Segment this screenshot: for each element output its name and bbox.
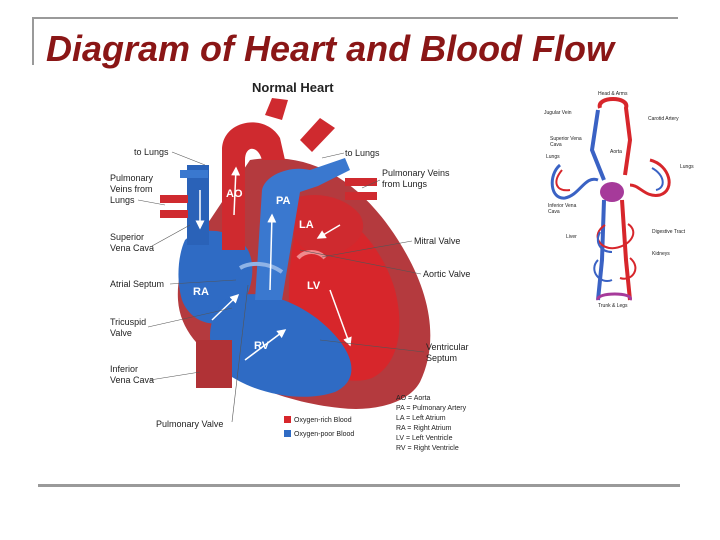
heart-illustration (160, 98, 431, 409)
label-ventricular-septum-line1: Ventricular (426, 342, 469, 352)
label-aortic-valve: Aortic Valve (423, 269, 470, 279)
label-ventricular-septum-line2: Septum (426, 353, 457, 363)
label-superior-vena-cava-line2: Vena Cava (110, 243, 154, 253)
circ-label-kidneys: Kidneys (652, 251, 670, 257)
slide-frame-bottom-line (38, 484, 680, 487)
circ-label-jugular-vein: Jugular Vein (544, 110, 572, 116)
circ-label-liver: Liver (566, 234, 577, 240)
circ-label-inferior-vena-line2: Cava (548, 209, 560, 215)
slide-frame-top-line (32, 17, 678, 19)
legend-swatch-oxygen-rich (284, 416, 291, 423)
legend-abbrev-ra: RA = Right Atrium (396, 425, 452, 432)
legend-abbrev-rv: RV = Right Ventricle (396, 445, 459, 452)
chamber-label-lv: LV (307, 280, 321, 292)
legend-oxygen-poor: Oxygen-poor Blood (294, 431, 354, 438)
circ-label-carotid-artery: Carotid Artery (648, 116, 679, 122)
legend-abbrev-lv: LV = Left Ventricle (396, 435, 453, 442)
circ-label-superior-vena-line1: Superior Vena (550, 136, 582, 142)
legend-swatch-oxygen-poor (284, 430, 291, 437)
label-to-lungs-left: to Lungs (134, 147, 169, 157)
legend-abbrev-ao: AO = Aorta (396, 395, 431, 402)
legend-abbrev-pa: PA = Pulmonary Artery (396, 405, 467, 412)
heart-heading: Normal Heart (252, 80, 334, 95)
chamber-label-la: LA (299, 219, 314, 231)
heart-legend: AO = Aorta PA = Pulmonary Artery Oxygen-… (284, 395, 467, 452)
label-pulmonary-veins-line3: Lungs (110, 195, 135, 205)
chamber-label-pa: PA (276, 195, 291, 207)
label-pulmonary-valve: Pulmonary Valve (156, 419, 223, 429)
label-mitral-valve: Mitral Valve (414, 236, 460, 246)
label-inferior-vena-cava-line2: Vena Cava (110, 375, 154, 385)
circ-label-head-arms: Head & Arms (598, 91, 628, 97)
label-pulmonary-veins-right-line2: from Lungs (382, 179, 428, 189)
label-atrial-septum: Atrial Septum (110, 279, 164, 289)
label-tricuspid-valve-line2: Valve (110, 328, 132, 338)
circ-label-lungs-left: Lungs (546, 154, 560, 160)
circ-label-inferior-vena-line1: Inferior Vena (548, 203, 577, 209)
circ-label-trunk-legs: Trunk & Legs (598, 303, 628, 309)
circ-label-digestive-tract: Digestive Tract (652, 229, 686, 235)
circ-label-aorta: Aorta (610, 149, 622, 155)
legend-oxygen-rich: Oxygen-rich Blood (294, 417, 352, 424)
chamber-label-ao: AO (226, 188, 243, 200)
circulation-diagram (550, 97, 671, 301)
circ-label-superior-vena-line2: Cava (550, 142, 562, 148)
chamber-label-rv: RV (254, 340, 270, 352)
legend-abbrev-la: LA = Left Atrium (396, 415, 446, 422)
label-to-lungs-right: to Lungs (345, 148, 380, 158)
label-tricuspid-valve-line1: Tricuspid (110, 317, 146, 327)
label-pulmonary-veins-right-line1: Pulmonary Veins (382, 168, 450, 178)
left-annotations: to Lungs Pulmonary Veins from Lungs Supe… (110, 147, 249, 429)
circ-label-lungs-right: Lungs (680, 164, 694, 170)
label-superior-vena-cava-line1: Superior (110, 232, 144, 242)
chamber-label-ra: RA (193, 286, 209, 298)
slide-title: Diagram of Heart and Blood Flow (46, 28, 615, 69)
label-pulmonary-veins-line1: Pulmonary (110, 173, 154, 183)
label-inferior-vena-cava-line1: Inferior (110, 364, 138, 374)
slide-frame-left-line (32, 17, 34, 65)
label-pulmonary-veins-line2: Veins from (110, 184, 153, 194)
right-annotations: to Lungs Pulmonary Veins from Lungs Mitr… (299, 148, 470, 363)
